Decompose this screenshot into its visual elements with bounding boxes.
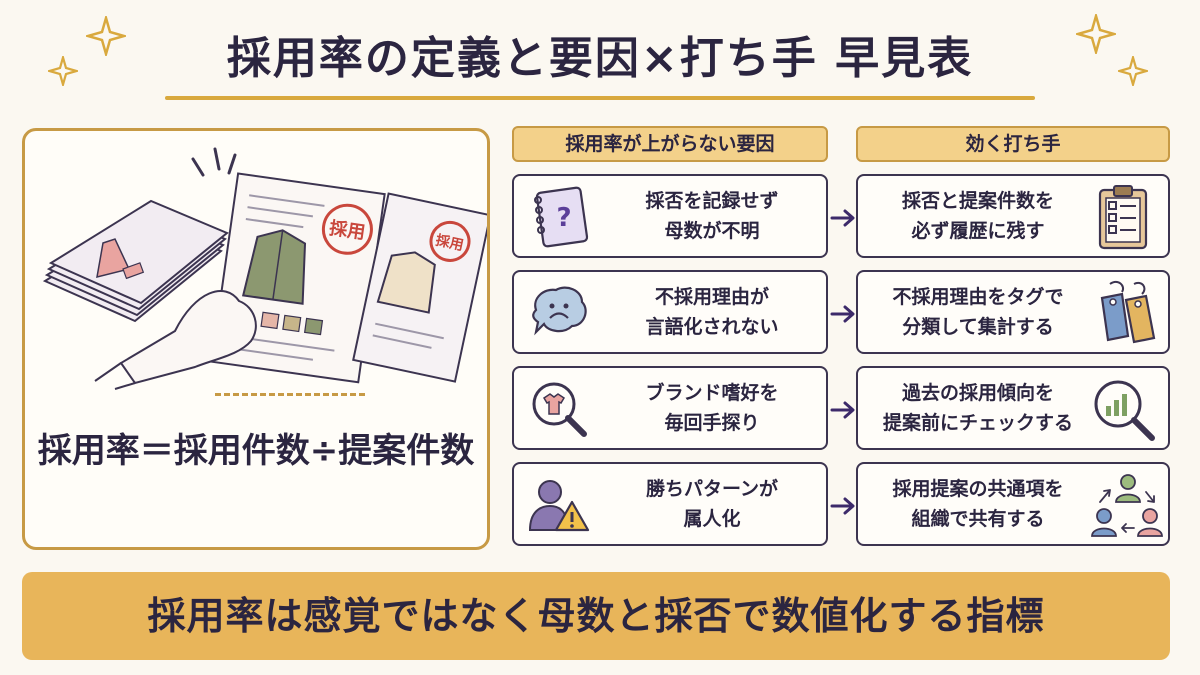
causes-header: 採用率が上がらない要因	[512, 126, 828, 162]
arrow-right-icon	[830, 497, 855, 515]
notebook-question-icon: ?	[534, 186, 589, 248]
page-title: 採用率の定義と要因×打ち手 早見表	[226, 33, 974, 84]
divider	[215, 393, 365, 396]
adoption-rate-formula: 採用率＝採用件数÷提案件数	[37, 431, 475, 471]
stamp-label: 採用	[328, 217, 367, 244]
cause-card: ? 採否を記録せず 母数が不明	[512, 174, 828, 258]
arrow-right-icon	[830, 305, 855, 323]
fix-text: 不採用理由をタグで 分類して集計する	[892, 286, 1064, 338]
fix-card: 採否と提案件数を 必ず履歴に残す	[856, 174, 1170, 258]
magnifier-shirt-icon	[532, 382, 587, 437]
cause-card: 不採用理由が 言語化されない	[512, 270, 828, 354]
illustration-panel: 採用 採用 採用率＝採用件数÷提案件数	[22, 128, 490, 550]
fix-card: 不採用理由をタグで 分類して集計する	[856, 270, 1170, 354]
arrow-right-icon	[830, 401, 855, 419]
sparkle-icon	[1076, 14, 1116, 54]
fix-text: 採用提案の共通項を 組織で共有する	[892, 478, 1064, 530]
fix-text: 過去の採用傾向を 提案前にチェックする	[882, 382, 1073, 434]
title-underline	[165, 96, 1035, 100]
magnifier-chart-icon	[1094, 380, 1155, 441]
cause-text: ブランド嗜好を 毎回手探り	[645, 382, 779, 434]
fix-card: 採用提案の共通項を 組織で共有する	[856, 462, 1170, 546]
stamp-label: 採用	[434, 232, 465, 254]
person-warning-icon	[528, 480, 590, 532]
summary-banner: 採用率は感覚ではなく母数と採否で数値化する指標	[22, 572, 1170, 660]
sparkle-icon	[1118, 56, 1148, 86]
svg-text:?: ?	[556, 203, 571, 233]
arrow-right-icon	[830, 209, 855, 227]
sparkle-icon	[86, 16, 126, 56]
cause-card: ブランド嗜好を 毎回手探り	[512, 366, 828, 450]
sparkle-icon	[48, 56, 78, 86]
confused-speech-bubble-icon	[532, 286, 587, 336]
cause-text: 採否を記録せず 母数が不明	[645, 190, 779, 242]
cause-text: 不採用理由が 言語化されない	[645, 286, 779, 338]
team-share-icon	[1091, 474, 1163, 537]
cause-text: 勝ちパターンが 属人化	[645, 478, 779, 530]
fixes-header: 効く打ち手	[856, 126, 1170, 162]
clipboard-checklist-icon	[1098, 185, 1148, 250]
fix-text: 採否と提案件数を 必ず履歴に残す	[901, 190, 1054, 242]
proposal-sheets-illustration: 採用 採用	[42, 147, 487, 390]
cause-card: 勝ちパターンが 属人化	[512, 462, 828, 546]
price-tags-icon	[1100, 280, 1156, 344]
fix-card: 過去の採用傾向を 提案前にチェックする	[856, 366, 1170, 450]
